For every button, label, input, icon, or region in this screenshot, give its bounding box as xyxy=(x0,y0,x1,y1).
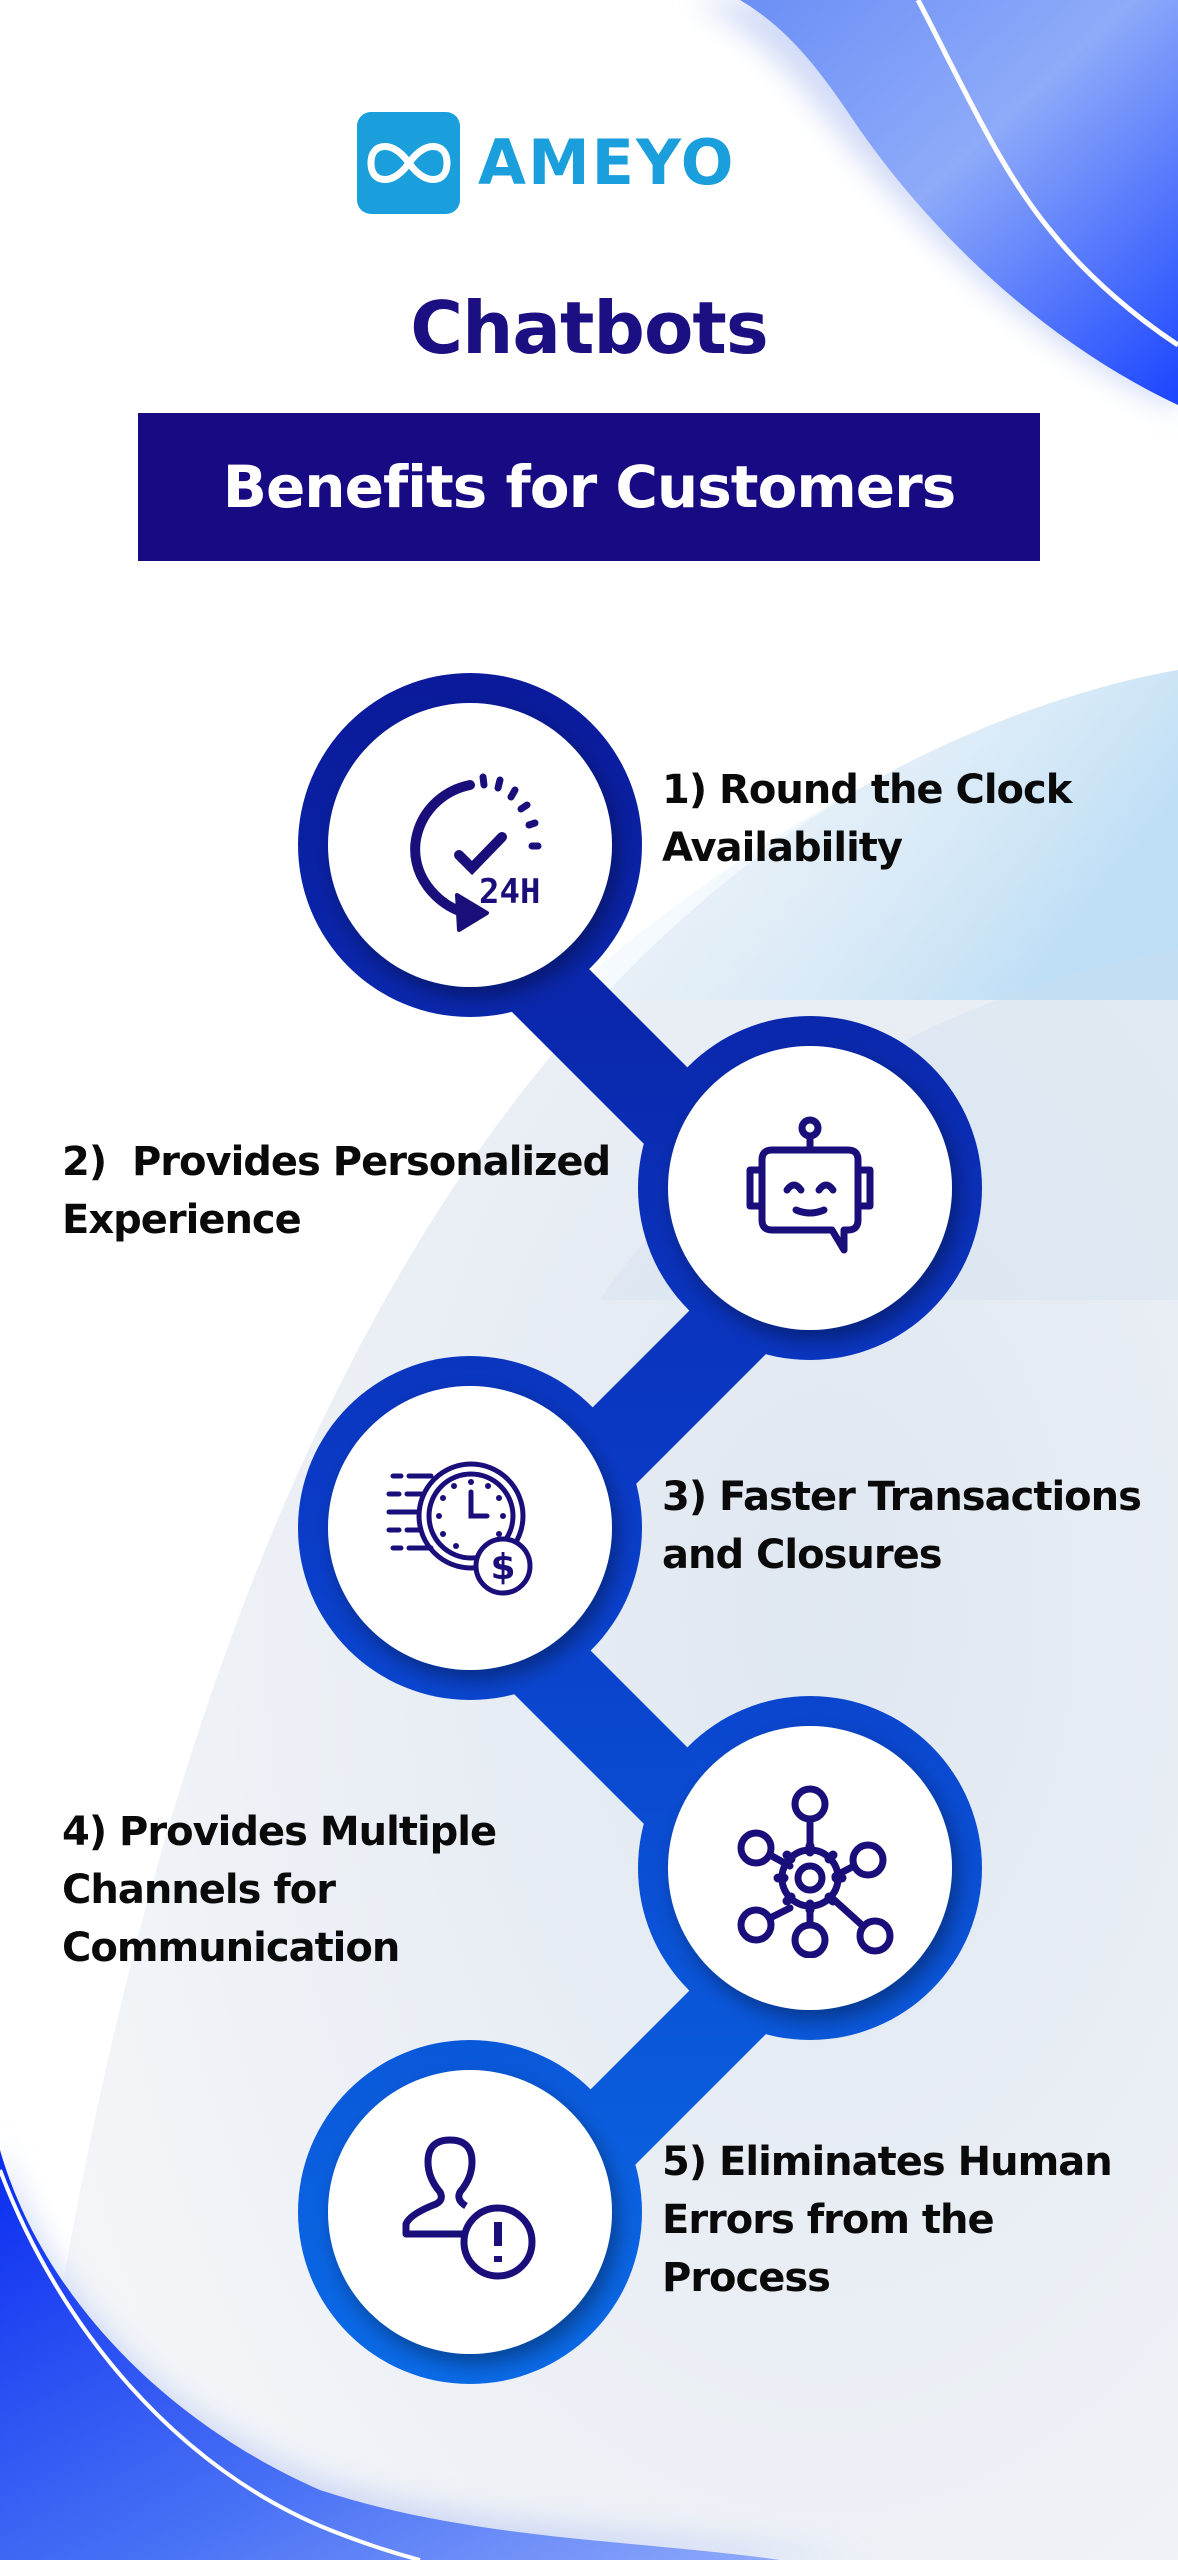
benefit-5-line-1: 5) Eliminates Human xyxy=(662,2139,1113,2185)
benefit-1-line-1: 1) Round the Clock xyxy=(662,767,1072,813)
benefit-5-line-3: Process xyxy=(662,2255,831,2301)
benefit-4-line-3: Communication xyxy=(62,1925,400,1971)
benefit-1: 1) Round the Clock Availability xyxy=(662,761,1072,877)
infinity-icon xyxy=(357,112,460,214)
benefit-5: 5) Eliminates Human Errors from the Proc… xyxy=(662,2133,1113,2307)
benefit-2-line-1: 2) Provides Personalized xyxy=(62,1139,611,1185)
svg-text:24H: 24H xyxy=(479,872,540,912)
benefit-2: 2) Provides Personalized Experience xyxy=(62,1133,611,1249)
network-gear-icon xyxy=(720,1778,900,1959)
benefit-2-line-2: Experience xyxy=(62,1197,302,1243)
fast-payment-clock-icon: $ xyxy=(375,1438,555,1618)
subtitle-text: Benefits for Customers xyxy=(222,453,956,521)
benefit-3-line-1: 3) Faster Transactions xyxy=(662,1474,1142,1520)
brand-name: AMEYO xyxy=(478,126,736,199)
benefit-5-line-2: Errors from the xyxy=(662,2197,995,2243)
benefit-3: 3) Faster Transactions and Closures xyxy=(662,1468,1142,1584)
benefit-4-line-2: Channels for xyxy=(62,1867,336,1913)
benefit-1-line-2: Availability xyxy=(662,825,903,871)
benefit-4-line-1: 4) Provides Multiple xyxy=(62,1809,497,1855)
subtitle-banner: Benefits for Customers xyxy=(138,413,1040,561)
benefit-3-line-2: and Closures xyxy=(662,1532,943,1578)
benefit-4: 4) Provides Multiple Channels for Commun… xyxy=(62,1803,497,1977)
brand-logo: AMEYO xyxy=(357,112,735,214)
svg-text:$: $ xyxy=(490,1547,515,1588)
page-title: Chatbots xyxy=(410,286,768,370)
user-alert-icon xyxy=(380,2122,560,2302)
chatbot-icon xyxy=(720,1098,900,1278)
24h-clock-icon: 24H xyxy=(375,755,555,935)
